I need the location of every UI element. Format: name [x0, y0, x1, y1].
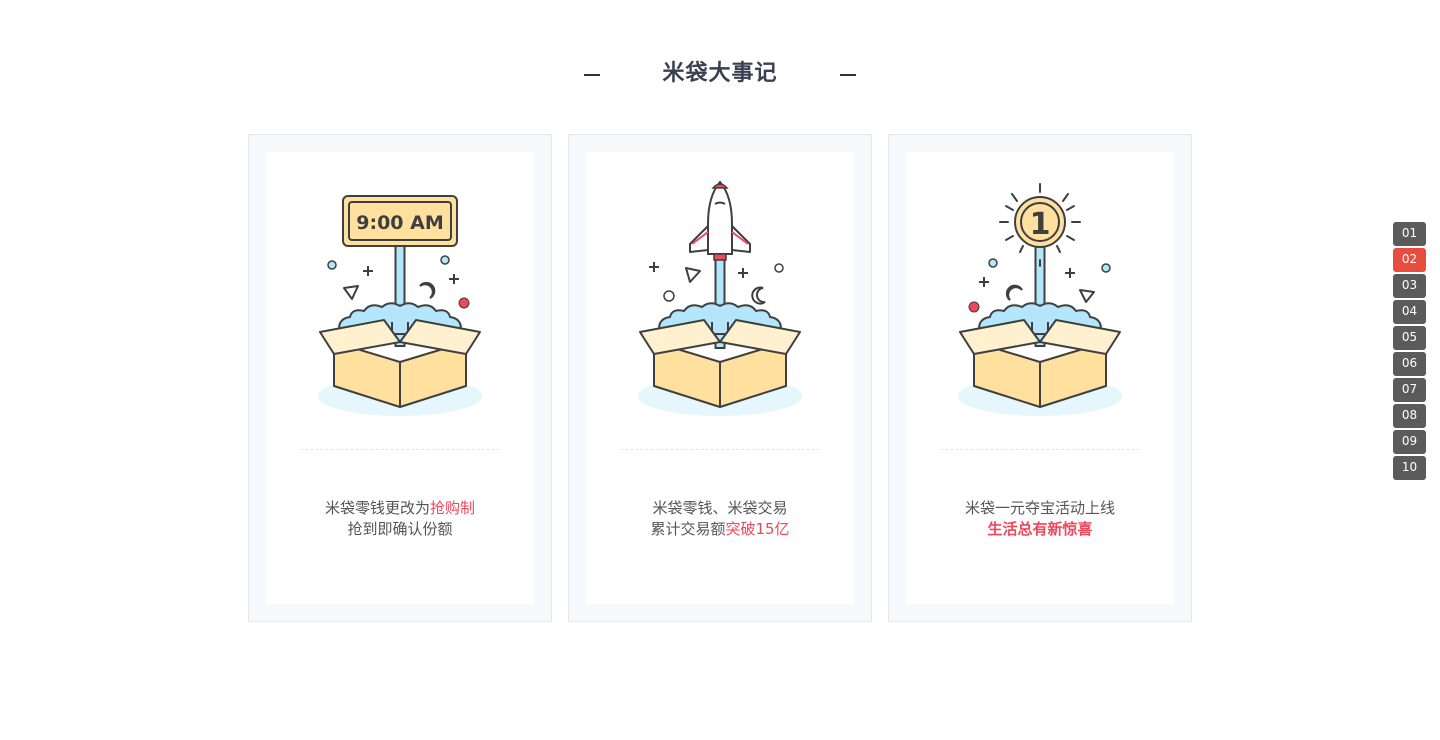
- title-dash-right: [840, 74, 856, 76]
- desc-line2-highlight: 生活总有新惊喜: [987, 520, 1093, 538]
- card-description: 米袋零钱更改为抢购制 抢到即确认份额: [266, 498, 534, 540]
- sign-time-text: 9:00 AM: [356, 212, 444, 234]
- title-dash-left: [584, 74, 600, 76]
- milestone-card-2: 米袋零钱、米袋交易 累计交易额突破15亿: [568, 134, 872, 622]
- pager-item-05[interactable]: 05: [1393, 326, 1426, 350]
- milestone-card-3: 1 米袋一元夺宝活动上线 生活总有新惊喜: [888, 134, 1192, 622]
- card-divider: [620, 449, 820, 450]
- pager-item-09[interactable]: 09: [1393, 430, 1426, 454]
- card-description: 米袋一元夺宝活动上线 生活总有新惊喜: [906, 498, 1174, 540]
- medal-box-illustration: 1: [958, 183, 1122, 416]
- pager-item-03[interactable]: 03: [1393, 274, 1426, 298]
- card-description: 米袋零钱、米袋交易 累计交易额突破15亿: [586, 498, 854, 540]
- section-header: 米袋大事记: [0, 56, 1440, 92]
- card-inner: 米袋零钱、米袋交易 累计交易额突破15亿: [586, 152, 854, 604]
- pager-item-02[interactable]: 02: [1393, 248, 1426, 272]
- milestone-card-1: 9:00 AM 米袋零钱更改为抢购制 抢到即确认份额: [248, 134, 552, 622]
- card-inner: 1 米袋一元夺宝活动上线 生活总有新惊喜: [906, 152, 1174, 604]
- desc-line2: 抢到即确认份额: [347, 520, 453, 538]
- card-inner: 9:00 AM 米袋零钱更改为抢购制 抢到即确认份额: [266, 152, 534, 604]
- medal-number-text: 1: [1030, 207, 1051, 242]
- desc-line1: 米袋零钱、米袋交易: [652, 499, 788, 517]
- pager-item-06[interactable]: 06: [1393, 352, 1426, 376]
- pager-item-08[interactable]: 08: [1393, 404, 1426, 428]
- desc-line1-highlight: 抢购制: [430, 499, 476, 517]
- desc-line2: 累计交易额: [650, 520, 726, 538]
- card-divider: [300, 449, 500, 450]
- pager-item-07[interactable]: 07: [1393, 378, 1426, 402]
- desc-line1: 米袋零钱更改为: [324, 499, 430, 517]
- page-title: 米袋大事记: [662, 61, 778, 86]
- pager-item-10[interactable]: 10: [1393, 456, 1426, 480]
- clock-sign-box-illustration: 9:00 AM: [318, 195, 482, 416]
- desc-line1: 米袋一元夺宝活动上线: [964, 499, 1115, 517]
- pager-item-04[interactable]: 04: [1393, 300, 1426, 324]
- rocket-box-illustration: [638, 180, 802, 416]
- pager-item-01[interactable]: 01: [1393, 222, 1426, 246]
- desc-line2-highlight: 突破15亿: [725, 520, 790, 538]
- card-divider: [940, 449, 1140, 450]
